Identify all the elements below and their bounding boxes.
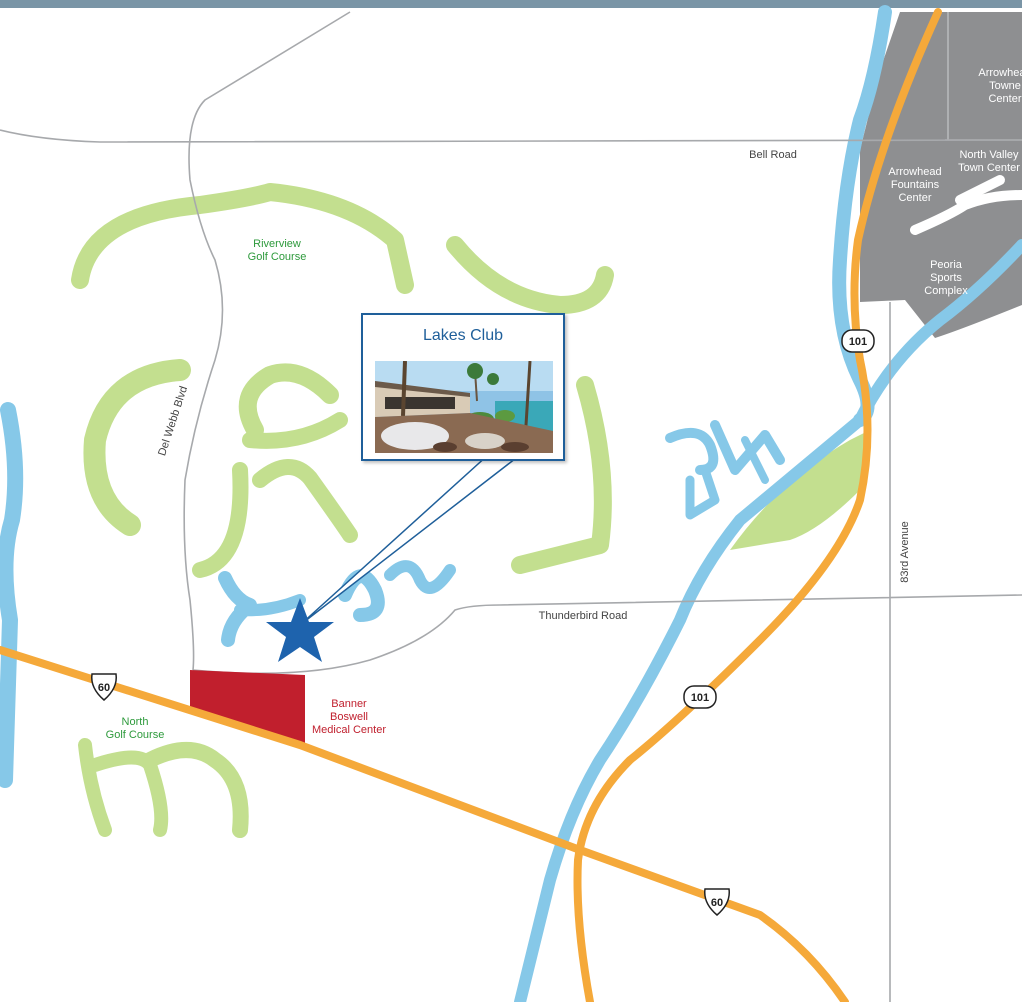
callout-title: Lakes Club bbox=[422, 327, 504, 344]
north-valley-town-center-label: North Valley bbox=[959, 149, 1019, 161]
arrowhead-towne-center-label: Arrowhead bbox=[978, 67, 1022, 79]
roads bbox=[0, 11, 1022, 1002]
riverview-golf-course-label: Golf Course bbox=[248, 251, 307, 263]
arrowhead-fountains-center-label: Arrowhead bbox=[888, 166, 941, 178]
arrowhead-fountains-center-label: Center bbox=[898, 192, 931, 204]
banner-boswell-label: Medical Center bbox=[312, 724, 386, 736]
north-golf-course-label: Golf Course bbox=[106, 729, 165, 741]
peoria-sports-complex-label: Sports bbox=[930, 272, 962, 284]
highways bbox=[0, 8, 942, 1002]
arrowhead-towne-center-label: Towne bbox=[989, 80, 1021, 92]
banner-boswell-label: Banner bbox=[331, 698, 367, 710]
banner-boswell-label: Boswell bbox=[330, 711, 368, 723]
svg-text:60: 60 bbox=[98, 682, 110, 694]
us-60-shield: 60 bbox=[91, 673, 117, 701]
svg-text:101: 101 bbox=[691, 692, 709, 704]
top-bar bbox=[0, 0, 1022, 8]
park-area bbox=[730, 430, 870, 550]
medical-center-area bbox=[190, 670, 305, 748]
callout-pointer bbox=[299, 454, 523, 626]
svg-text:101: 101 bbox=[849, 336, 867, 348]
us-60-shield: 60 bbox=[704, 888, 730, 916]
83rd-avenue-label: 83rd Avenue bbox=[899, 521, 911, 583]
thunderbird-road-label: Thunderbird Road bbox=[539, 610, 628, 622]
loop-101-shield: 101 bbox=[683, 685, 717, 709]
golf-courses bbox=[71, 183, 614, 838]
lakes-club-photo bbox=[375, 361, 553, 453]
peoria-sports-complex-label: Complex bbox=[924, 285, 968, 297]
north-golf-course-label: North bbox=[122, 716, 149, 728]
del-webb-blvd-label: Del Webb Blvd bbox=[156, 385, 190, 458]
svg-text:60: 60 bbox=[711, 897, 723, 909]
peoria-sports-complex-label: Peoria bbox=[930, 259, 963, 271]
arrowhead-fountains-center-label: Fountains bbox=[891, 179, 940, 191]
bell-road-label: Bell Road bbox=[749, 149, 797, 161]
riverview-golf-course-label: Riverview bbox=[253, 238, 301, 250]
arrowhead-towne-center-label: Center bbox=[988, 93, 1021, 105]
north-valley-town-center-label: Town Center bbox=[958, 162, 1020, 174]
lakes-club-callout[interactable]: Lakes Club bbox=[361, 313, 565, 461]
loop-101-shield: 101 bbox=[841, 329, 875, 353]
lakes-club-star-marker[interactable] bbox=[266, 598, 334, 662]
commercial-inner-streets bbox=[910, 175, 1022, 235]
